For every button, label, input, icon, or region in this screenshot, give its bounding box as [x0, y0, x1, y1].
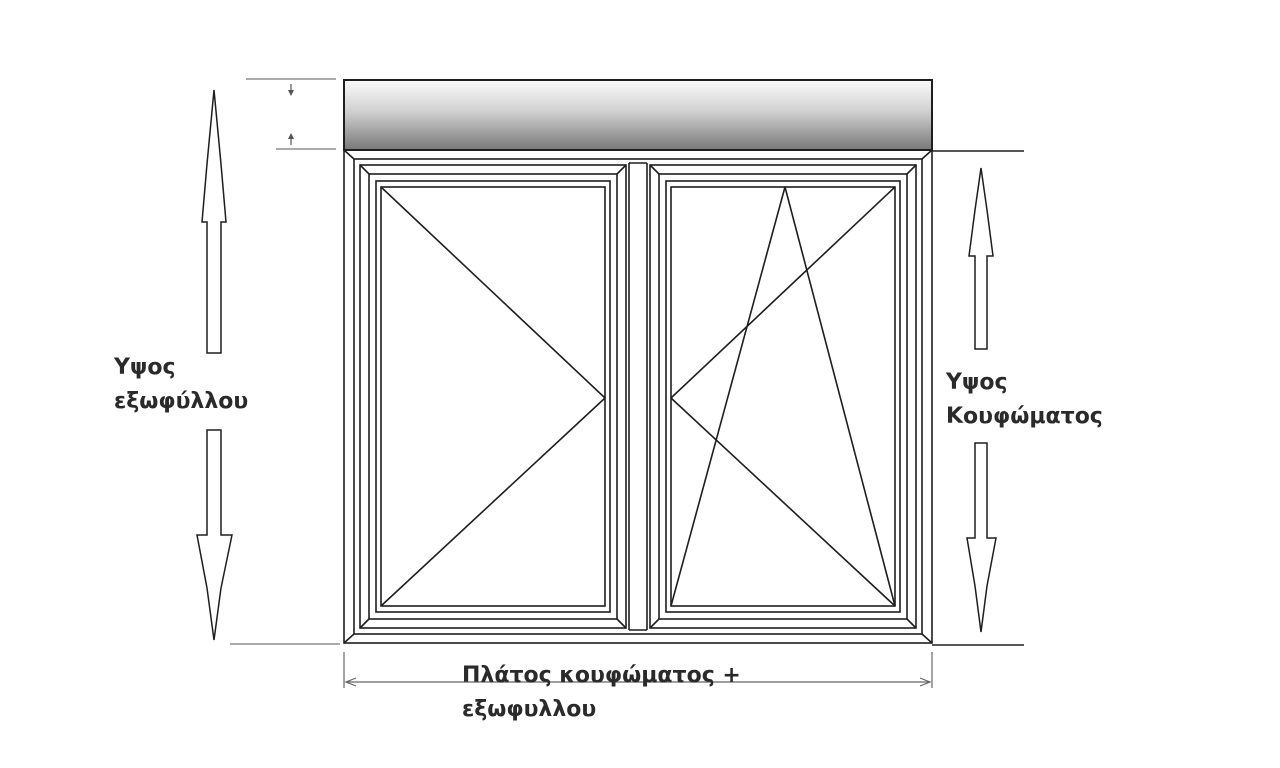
total-width-label: Πλάτος κουφώματος + εξωφυλλου	[462, 659, 741, 727]
window-frame	[343, 149, 933, 644]
frame-height-arrow-up	[968, 167, 994, 350]
total-width-label-line2: εξωφυλλου	[462, 697, 597, 722]
right-sash	[649, 164, 917, 629]
frame-height-label-line1: Υψος	[946, 370, 1008, 395]
frame-height-arrow-down	[966, 442, 997, 633]
shutter-height-arrow-down	[196, 429, 233, 641]
left-sash	[359, 164, 627, 629]
right-opening-line-bottom	[670, 397, 896, 607]
right-tilt-line-left	[670, 186, 786, 607]
shutter-height-label: Υψος εξωφύλλου	[114, 351, 248, 419]
shutter-height-label-line2: εξωφύλλου	[114, 389, 249, 414]
frame-height-label: Υψος Κουφώματος	[946, 366, 1103, 434]
center-mullion	[628, 162, 648, 631]
shutter-height-label-line1: Υψος	[114, 355, 176, 380]
frame-height-label-line2: Κουφώματος	[946, 404, 1103, 429]
width-dimension-line	[343, 652, 933, 688]
right-tilt-line-right	[784, 186, 896, 607]
shutter-box	[343, 79, 933, 151]
left-opening-line-top	[380, 186, 606, 399]
shutter-height-arrow-up	[201, 89, 227, 354]
right-opening-line-top	[670, 186, 896, 399]
left-opening-line-bottom	[380, 397, 606, 607]
total-width-label-line1: Πλάτος κουφώματος +	[462, 663, 741, 688]
